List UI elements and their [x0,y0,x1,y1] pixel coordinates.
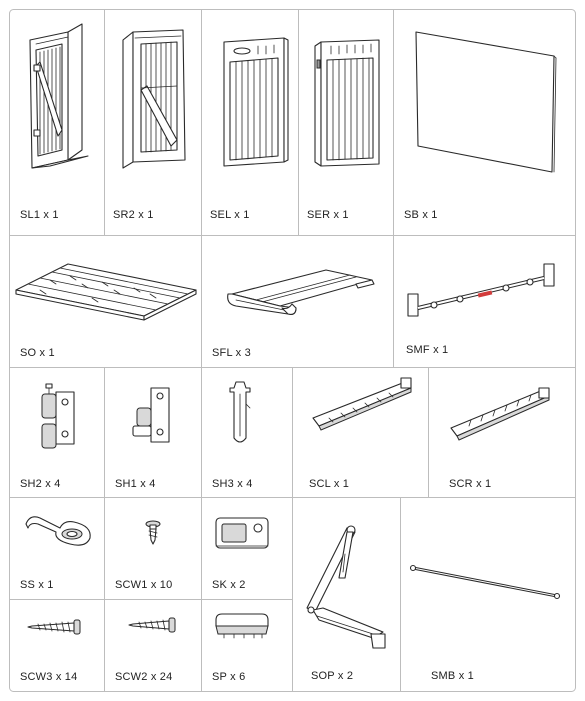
cell-sr2: SR2 x 1 [105,10,201,235]
latch-plate-icon [215,517,269,549]
cell-scw2: SCW2 x 24 [105,600,201,691]
end-panel-right-icon [314,39,380,167]
part-label-sh1: SH1 x 4 [115,478,156,490]
screw-icon [145,520,161,545]
floor-slat-icon [227,269,375,315]
door-panel-left-icon [29,23,89,169]
part-label-sr2: SR2 x 1 [113,209,154,221]
screw-icon [128,617,176,633]
part-label-scw1: SCW1 x 10 [115,579,173,591]
part-label-sb: SB x 1 [404,209,438,221]
cell-smb: SMB x 1 [401,498,575,691]
clip-icon [215,613,269,639]
cell-sfl: SFL x 3 [202,236,393,367]
door-panel-right-icon [122,29,186,169]
part-label-sel: SEL x 1 [210,209,250,221]
metal-bar-icon [409,564,561,600]
middle-frame-bar-icon [407,263,555,317]
cell-sh1: SH1 x 4 [105,368,201,497]
cell-so: SO x 1 [10,236,201,367]
end-panel-left-icon [223,37,289,167]
cell-sk: SK x 2 [202,498,292,599]
part-label-scw3: SCW3 x 14 [20,671,78,683]
hinge-icon [41,383,75,449]
part-label-sp: SP x 6 [212,671,246,683]
connector-right-icon [450,387,550,441]
part-label-scl: SCL x 1 [309,478,350,490]
part-label-ss: SS x 1 [20,579,54,591]
cell-scw3: SCW3 x 14 [10,600,104,691]
screw-icon [27,619,81,635]
lid-support-arm-icon [306,525,386,649]
connector-left-icon [312,377,412,431]
floor-panel-icon [15,263,197,321]
part-label-scw2: SCW2 x 24 [115,671,173,683]
cell-scl: SCL x 1 [293,368,428,497]
back-panel-icon [415,31,557,173]
part-label-sop: SOP x 2 [311,670,354,682]
cell-sb: SB x 1 [394,10,575,235]
cell-sop: SOP x 2 [293,498,400,691]
part-label-so: SO x 1 [20,347,55,359]
part-label-scr: SCR x 1 [449,478,492,490]
part-label-sfl: SFL x 3 [212,347,251,359]
cell-sh3: SH3 x 4 [202,368,292,497]
cell-sp: SP x 6 [202,600,292,691]
cell-ser: SER x 1 [299,10,393,235]
hinge-icon [132,387,170,443]
cell-sh2: SH2 x 4 [10,368,104,497]
cell-smf: SMF x 1 [394,236,575,367]
part-label-smb: SMB x 1 [431,670,474,682]
part-label-sh2: SH2 x 4 [20,478,61,490]
cell-scr: SCR x 1 [429,368,575,497]
part-label-smf: SMF x 1 [406,344,449,356]
part-label-sk: SK x 2 [212,579,246,591]
hinge-pin-icon [229,381,251,443]
part-label-ser: SER x 1 [307,209,349,221]
part-label-sh3: SH3 x 4 [212,478,253,490]
cell-sl1: SL1 x 1 [10,10,104,235]
cell-ss: SS x 1 [10,498,104,599]
cell-scw1: SCW1 x 10 [105,498,201,599]
part-label-sl1: SL1 x 1 [20,209,59,221]
cell-sel: SEL x 1 [202,10,298,235]
strap-icon [25,516,91,546]
